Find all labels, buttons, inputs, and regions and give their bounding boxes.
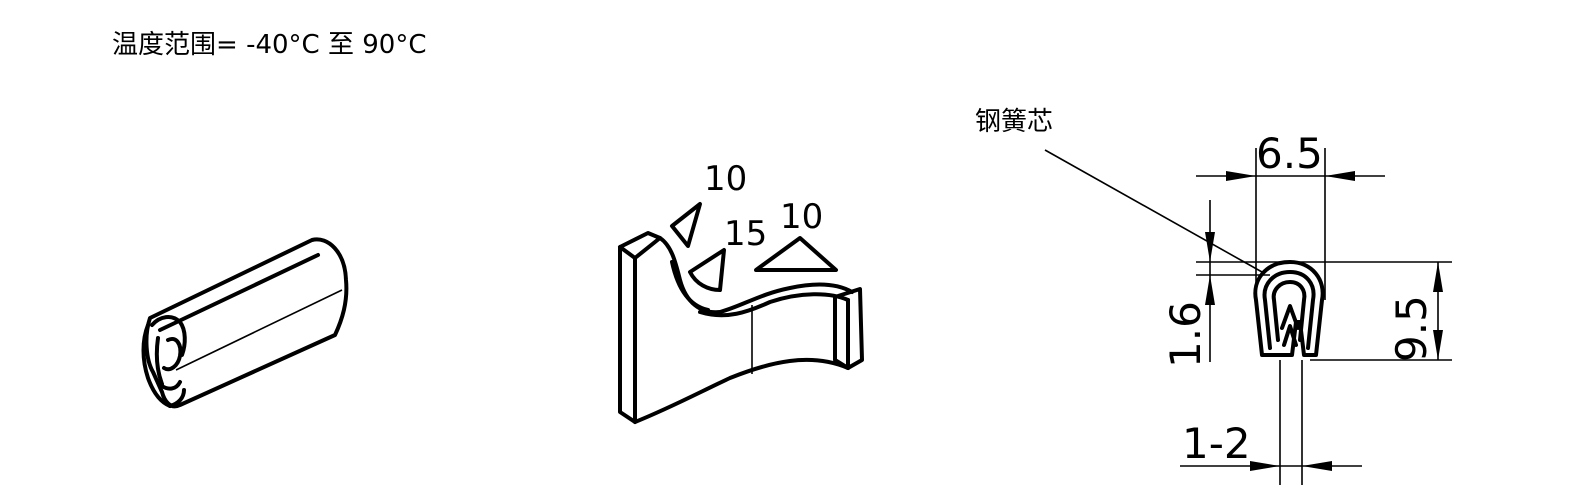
dimension-height-label: 9.5 (1387, 295, 1436, 362)
trim-isometric-view (141, 237, 349, 409)
dimension-wall-label: 1.6 (1161, 301, 1210, 368)
angle-label-right: 10 (780, 197, 823, 237)
temperature-range-label: 温度范围= (112, 30, 238, 60)
dimension-grip-range-label: 1-2 (1182, 419, 1251, 468)
angle-label-left: 10 (704, 159, 747, 199)
temperature-max-value: 90°C (362, 30, 427, 60)
profile-outer-outline (1253, 260, 1325, 357)
temperature-to-label: 至 (327, 30, 354, 60)
cross-section-view: 钢簧芯 6.5 9.5 1.6 (975, 107, 1452, 485)
steel-core-callout-label: 钢簧芯 (975, 107, 1053, 137)
dimension-width-label: 6.5 (1256, 129, 1323, 178)
angle-label-middle: 15 (724, 214, 767, 254)
temperature-range-header: 温度范围= -40°C 至 90°C (112, 24, 426, 61)
steel-core-leader-line (1044, 149, 1263, 273)
fin-detail-view: 10 15 10 (618, 159, 864, 424)
temperature-min-value: -40°C (246, 30, 320, 60)
